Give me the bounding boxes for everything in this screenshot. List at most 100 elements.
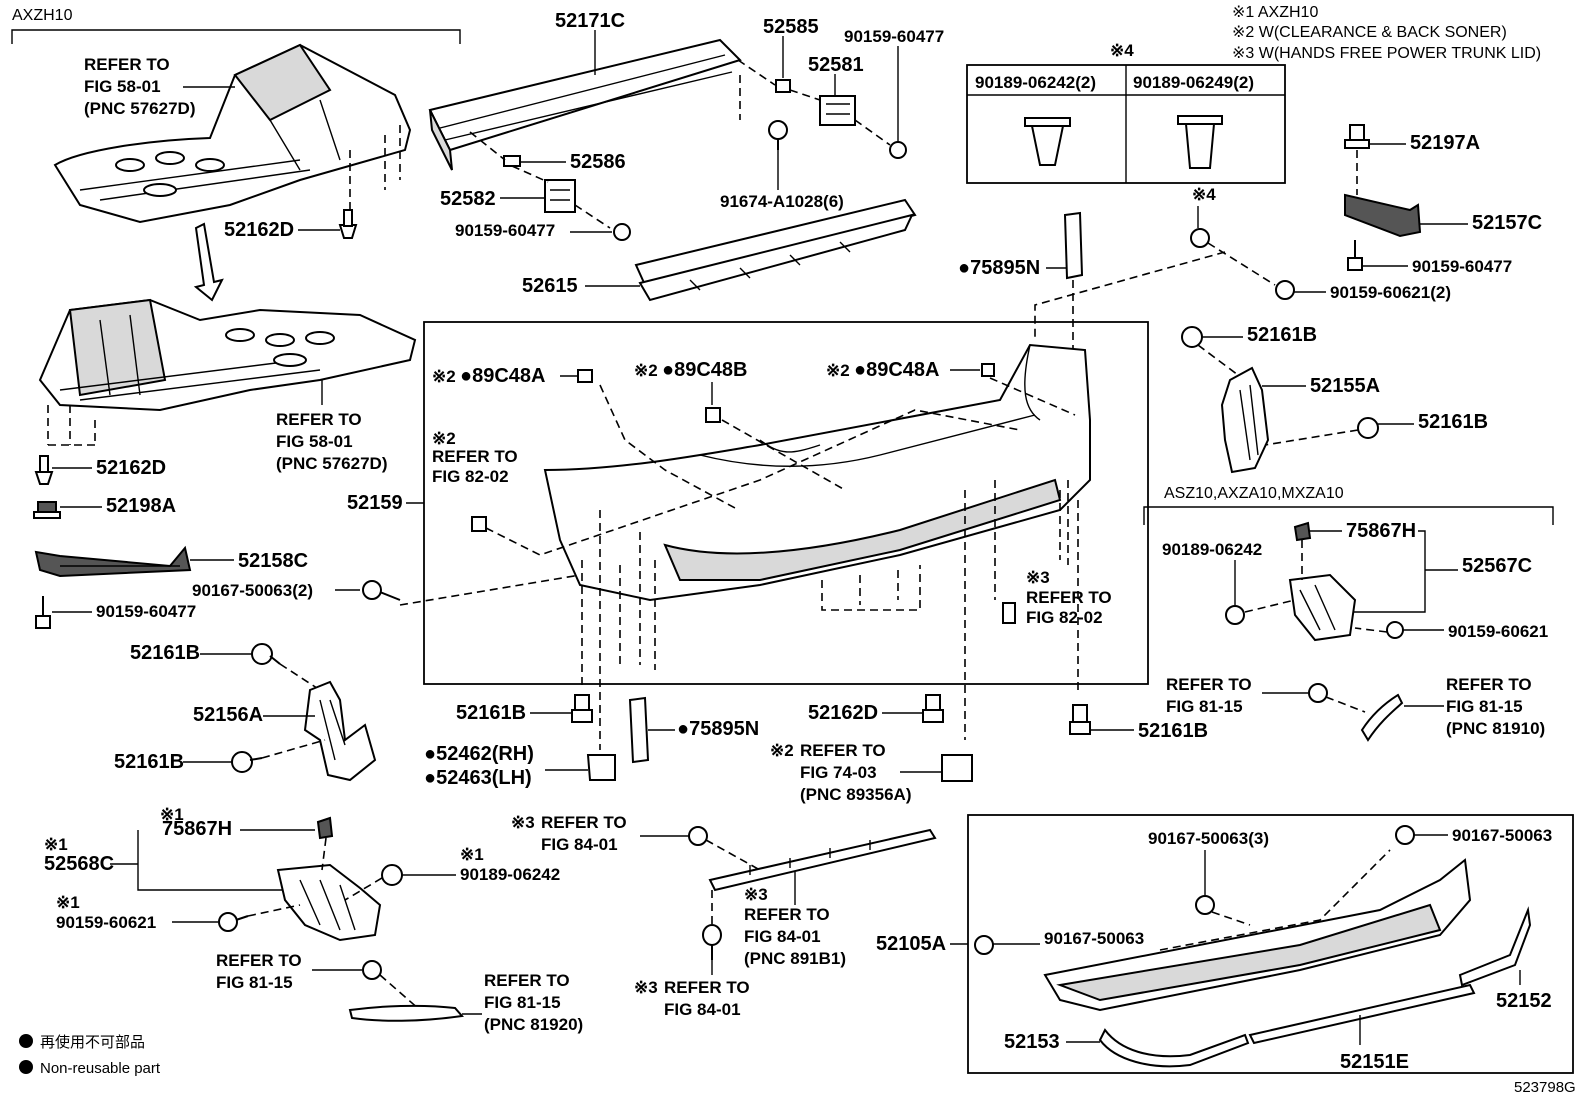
- label-52162d-c: 52162D: [808, 702, 878, 724]
- ref-r10-line2: FIG 81-15: [484, 993, 561, 1012]
- ref-r11-line2: FIG 81-15: [1166, 697, 1243, 716]
- ref-r9-line2: FIG 81-15: [216, 973, 293, 992]
- retainer-52158c: [34, 545, 192, 578]
- harness-891b1: [708, 828, 937, 892]
- label-89c48b: ●89C48B: [662, 359, 747, 381]
- ref-r11-line1: REFER TO: [1166, 675, 1252, 694]
- reinforcement-52171c: [428, 38, 742, 171]
- bracket-52155a: [1220, 366, 1270, 474]
- label-52462: ●52462(RH): [424, 743, 534, 765]
- clip-52161b-c: [571, 694, 593, 723]
- ref-r7-line3: (PNC 891B1): [744, 949, 846, 968]
- label-89c48a-b: ●89C48A: [854, 359, 939, 381]
- legend-en: Non-reusable part: [40, 1060, 161, 1077]
- ref-r8-line1: REFER TO: [664, 978, 750, 997]
- label-52152: 52152: [1496, 990, 1552, 1012]
- retainer-89c48a-a: [577, 369, 593, 383]
- bolt-91674-a1028: [768, 120, 788, 150]
- bracket-52567c: [1288, 573, 1357, 642]
- mark-x1a: ※1: [160, 805, 184, 824]
- reflector-81920: [348, 1004, 464, 1022]
- label-52567c: 52567C: [1462, 555, 1532, 577]
- label-90159-60477-d: 90159-60477: [1412, 257, 1512, 276]
- label-52156a: 52156A: [193, 704, 263, 726]
- bolt-90159-60477-d: [1347, 240, 1363, 271]
- clip-52197a: [1344, 124, 1370, 149]
- label-52158c: 52158C: [238, 550, 308, 572]
- sensor-bracket-left: [471, 516, 487, 532]
- label-90159-60621-b: 90159-60621: [1448, 622, 1548, 641]
- label-52155a: 52155A: [1310, 375, 1380, 397]
- label-75867h-b: 75867H: [1346, 520, 1416, 542]
- clip-90189-06242-a: [381, 864, 403, 886]
- note-3: ※3 W(HANDS FREE POWER TRUNK LID): [1232, 45, 1541, 62]
- table-col2: 90189-06249(2): [1133, 73, 1254, 92]
- label-52171c: 52171C: [555, 10, 625, 32]
- mark-x2b: ※2: [634, 361, 658, 380]
- bracket-52156a: [303, 680, 377, 782]
- label-52581: 52581: [808, 54, 864, 76]
- mark-x2e: ※2: [770, 741, 794, 760]
- ref-r3-line2: FIG 82-02: [432, 467, 509, 486]
- clip-ref-84-01-a: [688, 826, 708, 846]
- ref-r4-line2: FIG 82-02: [1026, 608, 1103, 627]
- retainer-89c48b: [705, 407, 721, 423]
- molding-52153: [1098, 1028, 1250, 1068]
- label-90189-06242-a: 90189-06242: [460, 865, 560, 884]
- bolt-90159-60621-2: [1275, 280, 1295, 300]
- mark-x2a: ※2: [432, 367, 456, 386]
- bracket-52581: [819, 95, 856, 126]
- label-52585: 52585: [763, 16, 819, 38]
- ref-r1-line2: FIG 58-01: [84, 77, 161, 96]
- absorber-52615: [634, 198, 917, 302]
- ref-r5-line3: (PNC 89356A): [800, 785, 912, 804]
- label-90159-60477-a: 90159-60477: [844, 27, 944, 46]
- note-2: ※2 W(CLEARANCE & BACK SONER): [1232, 24, 1507, 41]
- label-52582: 52582: [440, 188, 496, 210]
- table-col1: 90189-06242(2): [975, 73, 1096, 92]
- section-axzh10: AXZH10: [12, 7, 73, 24]
- label-90167-50063-b: 90167-50063: [1452, 826, 1552, 845]
- clip-75867h-a: [316, 816, 334, 840]
- label-52162d-b: 52162D: [96, 457, 166, 479]
- label-90167-50063-a: 90167-50063: [1044, 929, 1144, 948]
- mark-x4: ※4: [1192, 185, 1216, 204]
- undercover-lower: [38, 298, 417, 412]
- mark-x2d: ※2: [432, 429, 456, 448]
- clip-52161b-a: [251, 643, 281, 665]
- mark-x3d: ※3: [634, 978, 658, 997]
- label-52151e: 52151E: [1340, 1051, 1409, 1073]
- label-52198a: 52198A: [106, 495, 176, 517]
- label-52105a: 52105A: [876, 933, 946, 955]
- label-52586: 52586: [570, 151, 626, 173]
- clip-90189-06242-icon: [1024, 117, 1071, 166]
- ref-r8-line2: FIG 84-01: [664, 1000, 741, 1019]
- legend-bullet-en: [19, 1060, 33, 1074]
- label-52161b-c: 52161B: [456, 702, 526, 724]
- ref-r7-line2: FIG 84-01: [744, 927, 821, 946]
- ref-r10-line3: (PNC 81920): [484, 1015, 583, 1034]
- ref-r9-line1: REFER TO: [216, 951, 302, 970]
- clip-90189-06242-b: [1225, 605, 1245, 625]
- clip-ref-81-15-b: [1308, 683, 1328, 703]
- ref-r1-line1: REFER TO: [84, 55, 170, 74]
- label-75867h-a: 75867H: [162, 818, 232, 840]
- mark-x3a: ※3: [1026, 568, 1050, 587]
- label-52162d-a: 52162D: [224, 219, 294, 241]
- clip-x4: [1190, 228, 1210, 248]
- label-52159: 52159: [347, 492, 403, 514]
- ref-r2-line1: REFER TO: [276, 410, 362, 429]
- bolt-90167-50063-b: [1395, 825, 1415, 845]
- bracket-52568c: [276, 863, 382, 942]
- ref-r7-line1: REFER TO: [744, 905, 830, 924]
- molding-52151e: [1248, 983, 1476, 1045]
- bolt-90159-60477-b: [613, 223, 631, 241]
- arrow-down-icon: [193, 222, 224, 302]
- label-52568c: 52568C: [44, 853, 114, 875]
- bolt-90159-60621-a: [218, 912, 249, 932]
- clip-52161b-b: [231, 751, 263, 773]
- label-75895n-b: ●75895N: [677, 718, 759, 740]
- bolt-90159-60477-c: [35, 596, 51, 629]
- ref-r3-line1: REFER TO: [432, 447, 518, 466]
- ref-r10-line1: REFER TO: [484, 971, 570, 990]
